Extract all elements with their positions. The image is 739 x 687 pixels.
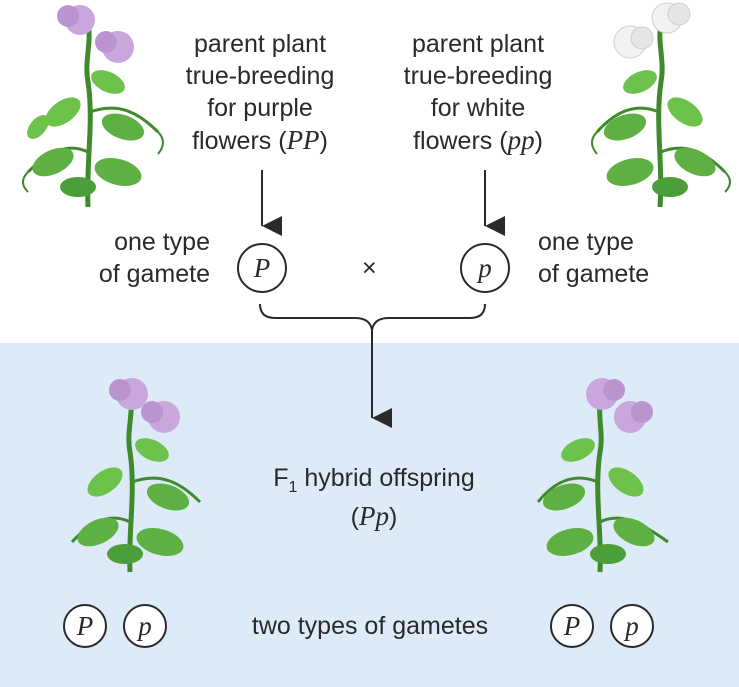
hybrid-pea-plant-icon	[530, 372, 680, 577]
purple-pea-plant-icon	[8, 2, 168, 212]
right-parent-description: parent plant true-breeding for white flo…	[378, 28, 578, 157]
offspring-genotype-close: )	[389, 503, 398, 531]
offspring-label: F1 hybrid offspring	[224, 462, 524, 504]
left-parent-line-1: parent plant	[193, 30, 327, 58]
offspring-genotype: (Pp)	[274, 500, 474, 533]
left-parent-description: parent plant true-breeding for purple fl…	[160, 28, 360, 157]
right-parent-line-4: flowers (pp)	[413, 125, 543, 155]
white-pea-plant-icon	[585, 2, 735, 212]
offspring-gamete-right-1: P	[550, 604, 594, 648]
left-parent-gamete: P	[237, 243, 287, 293]
left-parent-line-3: for purple	[207, 94, 313, 122]
offspring-label-f: F	[273, 464, 289, 492]
offspring-genotype-open: (	[350, 503, 359, 531]
offspring-genotype-value: Pp	[359, 501, 389, 531]
right-gamete-label-line-1: one type	[538, 228, 634, 256]
right-parent-line-3: for white	[430, 94, 526, 122]
left-parent-genotype: PP	[286, 125, 320, 155]
right-gamete-label: one type of gamete	[538, 226, 698, 290]
right-parent-line-1: parent plant	[411, 30, 545, 58]
right-gamete-label-line-2: of gamete	[538, 260, 650, 288]
union-bracket	[259, 303, 486, 331]
offspring-gamete-right-2: p	[610, 604, 654, 648]
right-parent-line-2: true-breeding	[403, 62, 553, 90]
hybrid-pea-plant-icon	[60, 372, 210, 577]
left-parent-line-2: true-breeding	[185, 62, 335, 90]
cross-symbol: ×	[362, 254, 377, 282]
offspring-label-rest: hybrid offspring	[297, 464, 475, 492]
right-parent-gamete: p	[460, 243, 510, 293]
offspring-label-sub: 1	[288, 479, 298, 496]
left-gamete-label: one type of gamete	[50, 226, 210, 290]
offspring-gamete-left-2: p	[123, 604, 167, 648]
two-types-label: two types of gametes	[251, 612, 489, 640]
right-parent-genotype: pp	[507, 125, 535, 155]
left-gamete-label-line-2: of gamete	[98, 260, 210, 288]
offspring-gamete-left-1: P	[63, 604, 107, 648]
left-gamete-label-line-1: one type	[114, 228, 210, 256]
left-parent-line-4: flowers (PP)	[192, 125, 328, 155]
